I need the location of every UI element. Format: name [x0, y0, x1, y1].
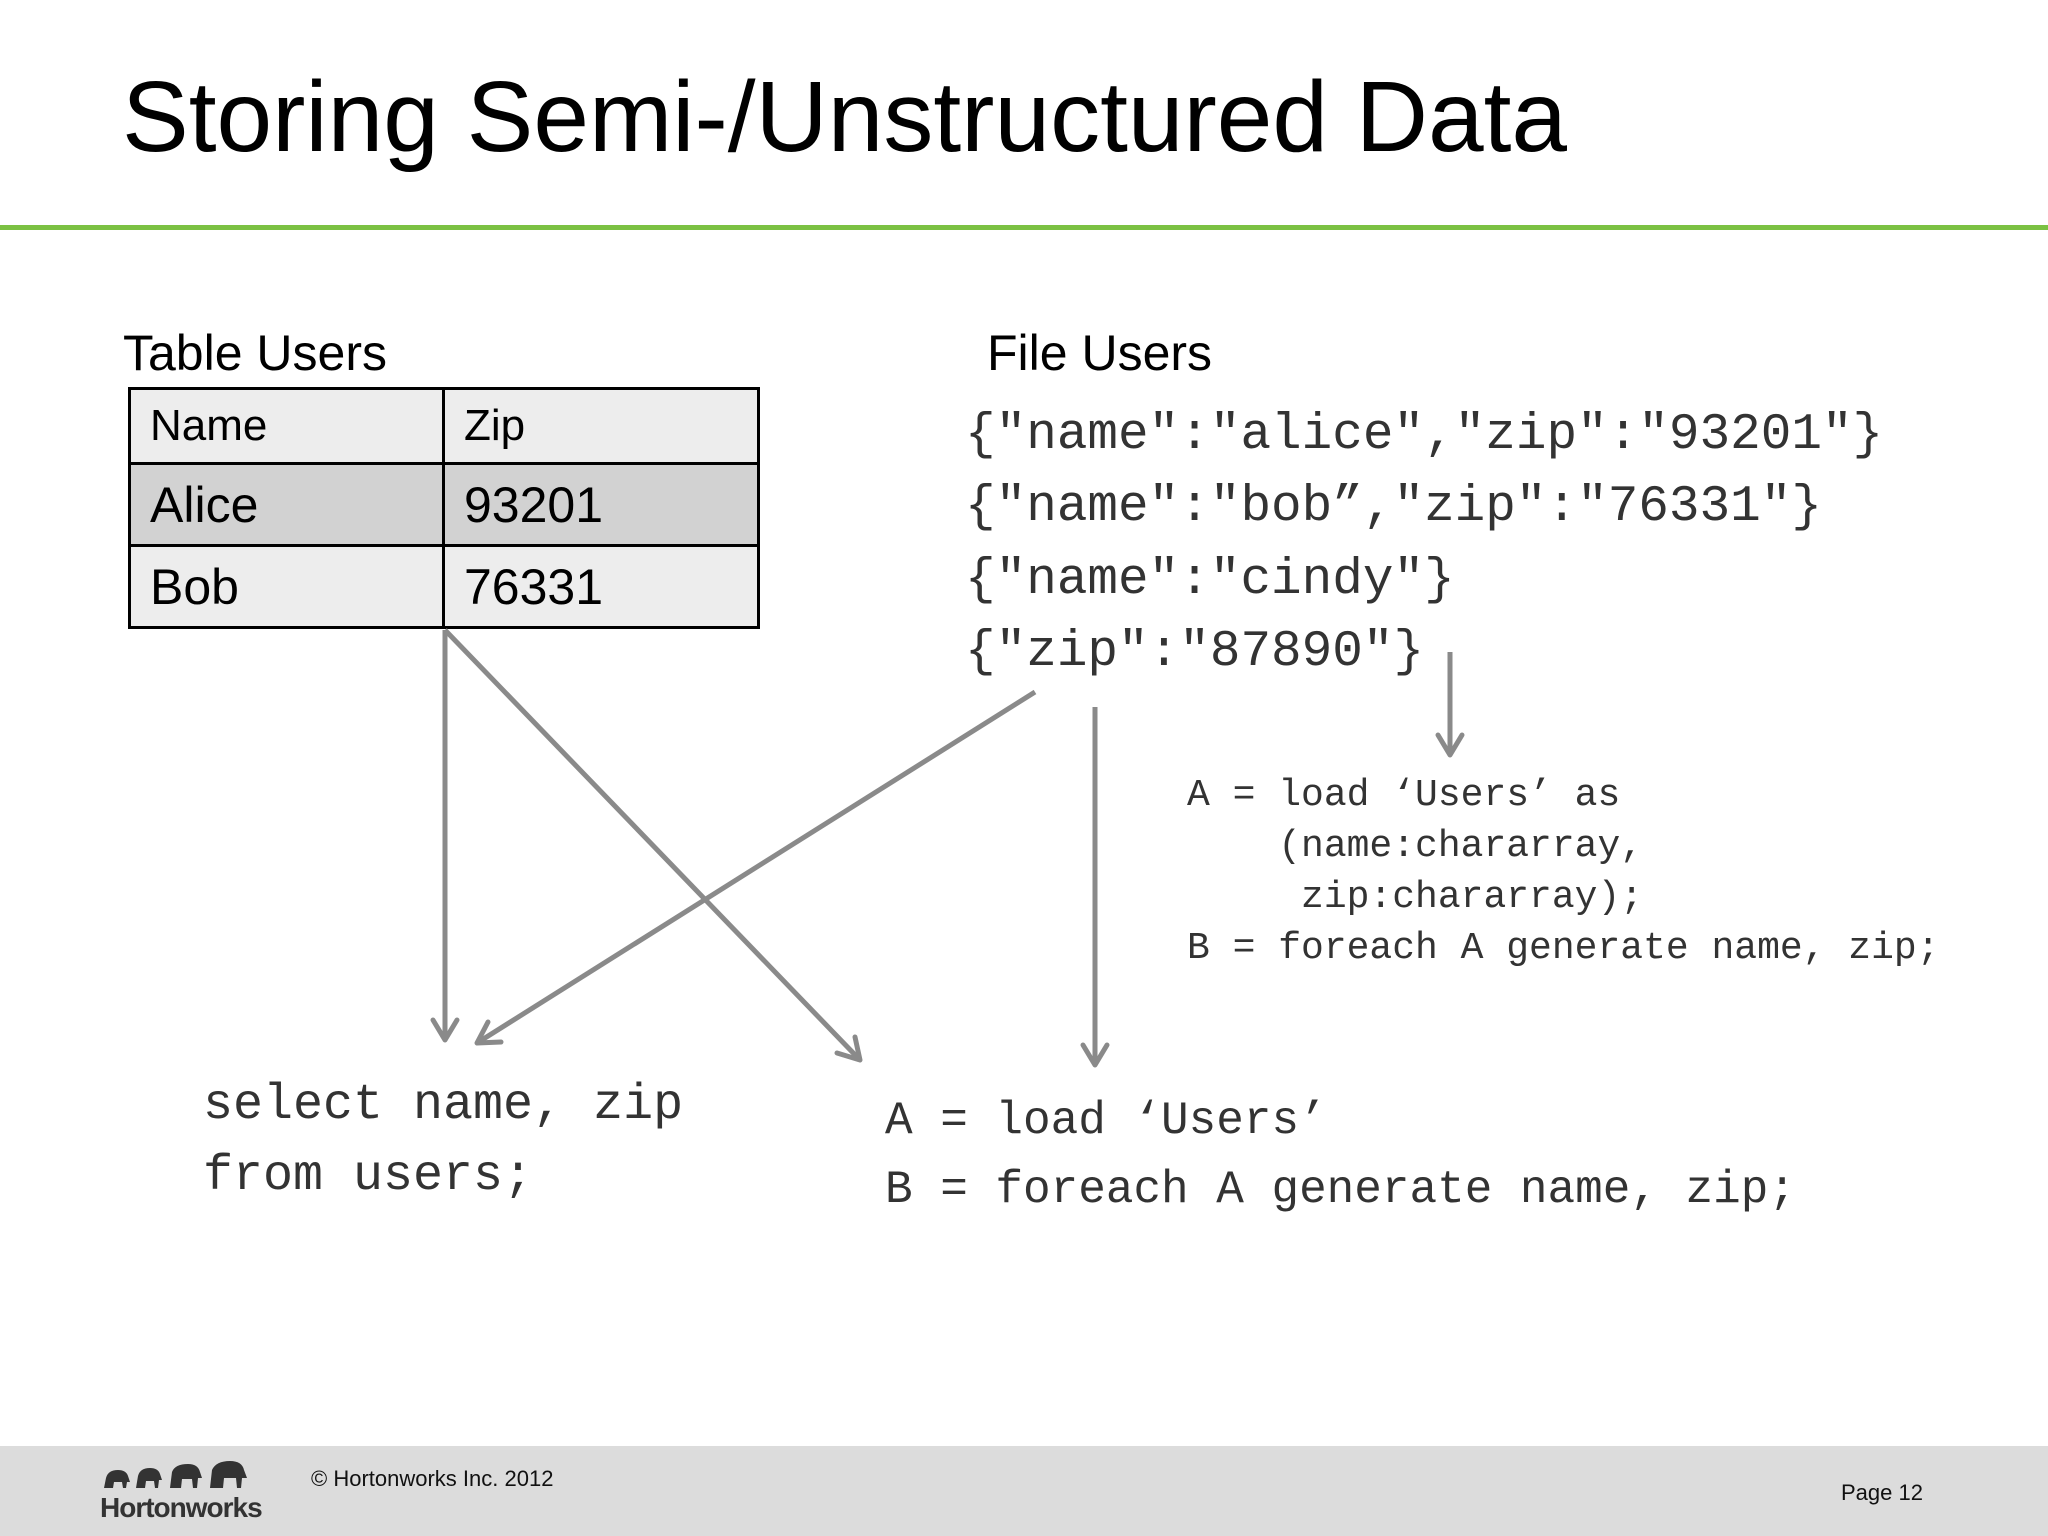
table-users-label: Table Users	[123, 325, 387, 381]
sql-query-code: select name, zip from users;	[203, 1077, 684, 1205]
table-cell-name: Bob	[128, 544, 445, 629]
table-row: Bob 76331	[128, 544, 760, 629]
arrow-table-to-pig	[443, 628, 863, 1063]
elephants-icon	[104, 1461, 247, 1488]
table-header-row: Name Zip	[128, 387, 760, 465]
copyright-notice: © Hortonworks Inc. 2012	[311, 1466, 554, 1491]
table-cell-zip: 93201	[442, 462, 760, 547]
arrow-table-to-sql	[430, 630, 460, 1043]
users-table: Name Zip Alice 93201 Bob 76331	[128, 387, 760, 629]
logo-wordmark: Hortonworks	[100, 1492, 263, 1523]
slide-footer: Hortonworks © Hortonworks Inc. 2012 Page…	[0, 1446, 2048, 1536]
table-cell-zip: 76331	[442, 544, 760, 629]
arrow-file-to-pig-schema	[1435, 652, 1465, 758]
table-row: Alice 93201	[128, 462, 760, 547]
hortonworks-logo: Hortonworks	[100, 1458, 270, 1524]
column-header-zip: Zip	[442, 387, 760, 465]
arrow-file-to-pig	[1080, 707, 1110, 1068]
json-record-line: {"name":"cindy"}	[965, 552, 1455, 609]
arrow-file-to-sql	[474, 689, 1037, 1046]
slide-title: Storing Semi-/Unstructured Data	[122, 61, 1568, 173]
file-users-label: File Users	[987, 325, 1213, 381]
json-record-line: {"zip":"87890"}	[965, 624, 1425, 681]
json-record-line: {"name":"alice","zip":"93201"}	[965, 407, 1884, 464]
table-cell-name: Alice	[128, 462, 445, 547]
pig-load-no-schema-code: A = load ‘Users’ B = foreach A generate …	[885, 1095, 1796, 1216]
title-divider	[0, 225, 2048, 230]
pig-load-with-schema-code: A = load ‘Users’ as (name:chararray, zip…	[1187, 774, 1940, 970]
column-header-name: Name	[128, 387, 445, 465]
page-number: Page 12	[1841, 1480, 1923, 1505]
json-record-line: {"name":"bob”,"zip":"76331"}	[965, 479, 1822, 536]
